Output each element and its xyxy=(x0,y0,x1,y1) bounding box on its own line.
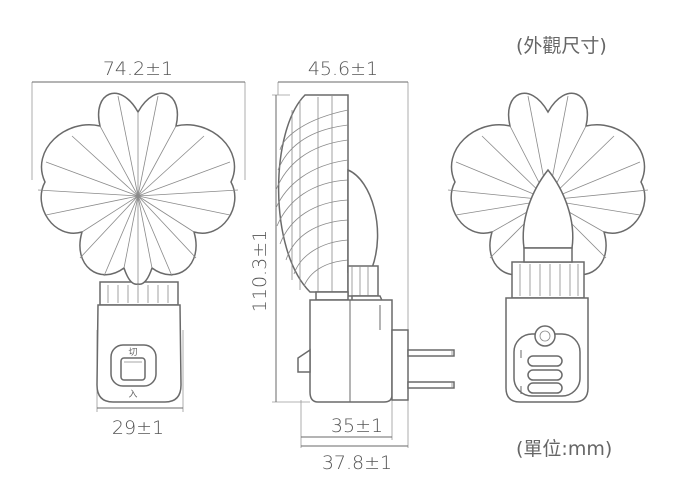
unit-caption: (單位:mm) xyxy=(516,438,612,460)
back-prong-slot-middle xyxy=(527,369,563,381)
drawing-title: (外觀尺寸) xyxy=(516,35,607,57)
switch-label-bottom: 入 xyxy=(128,389,137,400)
total-depth-label: 37.8±1 xyxy=(322,452,392,474)
back-bulb-base xyxy=(523,247,573,263)
light-sensor xyxy=(534,325,556,347)
front-width-label: 74.2±1 xyxy=(103,58,173,80)
side-bulb-dome xyxy=(347,168,379,273)
plug-depth-label: 35±1 xyxy=(331,415,383,437)
side-plug-block xyxy=(391,329,409,401)
prong-lower xyxy=(407,381,455,389)
side-view: 45.6±1 110.3±1 35±1 37.8±1 xyxy=(249,58,455,474)
height-label: 110.3±1 xyxy=(249,230,271,312)
side-switch xyxy=(297,348,311,373)
back-prong-slot-upper xyxy=(527,355,563,367)
back-view xyxy=(447,92,649,403)
side-shade xyxy=(277,94,349,293)
base-width-label: 29±1 xyxy=(112,417,164,439)
side-width-label: 45.6±1 xyxy=(308,58,378,80)
back-prong-slot-lower xyxy=(527,382,563,394)
front-view: 74.2±1 29±1 切 入 xyxy=(31,58,246,439)
prong-upper xyxy=(407,349,455,357)
front-shade-ribs xyxy=(37,95,239,284)
front-switch-knob xyxy=(120,357,146,381)
side-socket xyxy=(347,265,379,297)
back-socket xyxy=(511,261,585,299)
switch-label-top: 切 xyxy=(128,347,137,358)
